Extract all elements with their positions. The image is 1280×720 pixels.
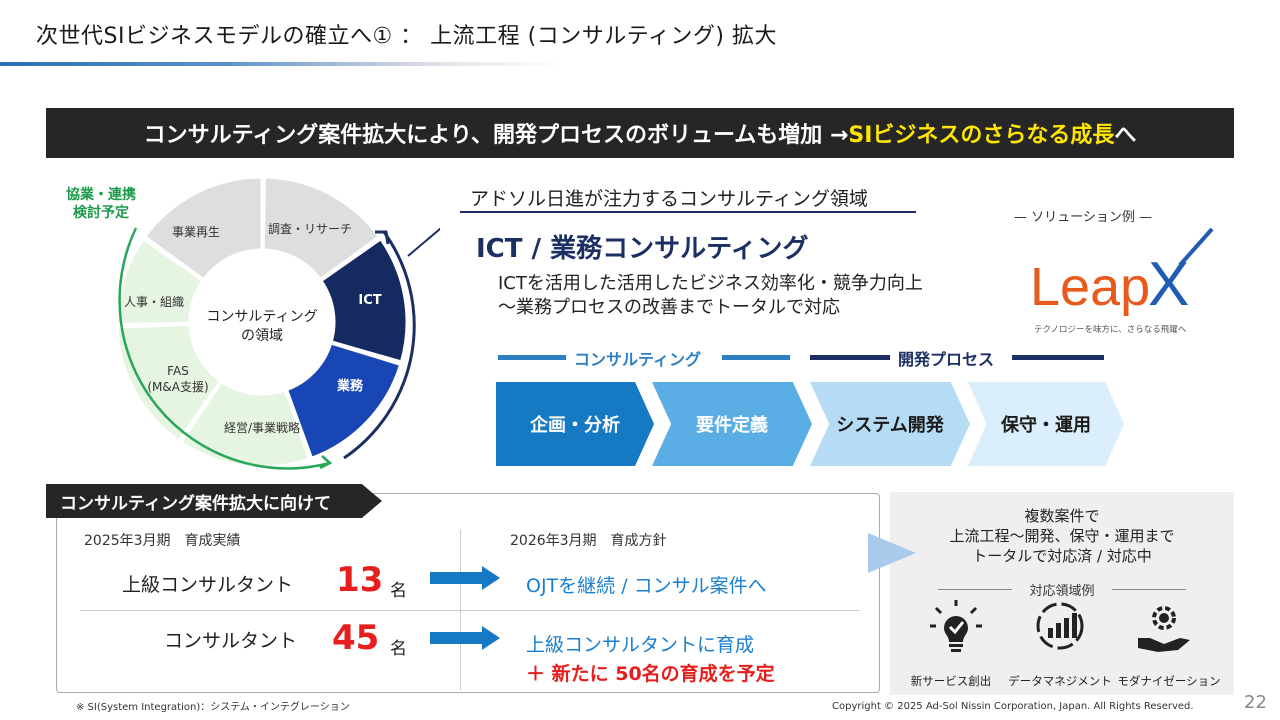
development-phase-label: 開発プロセス	[898, 350, 995, 369]
role-senior: 上級コンサルタント	[122, 574, 294, 596]
col-head-results: 2025年3月期 育成実績	[84, 533, 241, 549]
collaboration-arrowhead	[319, 455, 333, 470]
col-head-policy: 2026年3月期 育成方針	[510, 533, 667, 549]
collaboration-arc	[118, 227, 331, 470]
step-yoken: 要件定義	[652, 382, 812, 466]
section-tag: コンサルティング案件拡大に向けて	[46, 484, 382, 518]
focus-domain-rule	[460, 211, 916, 213]
step-kikaku: 企画・分析	[496, 382, 654, 466]
collaboration-line2: 検討予定	[73, 205, 129, 221]
banner-highlight: SIビジネスのさらなる成長	[848, 123, 1115, 148]
policy-consultant: 上級コンサルタントに育成	[526, 634, 755, 656]
ring-center-line1: コンサルティング	[206, 309, 317, 325]
role-consultant: コンサルタント	[164, 630, 298, 652]
leapx-logo: Leap X	[1030, 227, 1214, 319]
policy-new-training: ＋ 新たに 50名の育成を予定	[526, 663, 775, 685]
seg-label-jigyo-saisei: 事業再生	[172, 225, 220, 239]
seg-label-chosa: 調査・リサーチ	[268, 222, 352, 236]
leapx-tagline: テクノロジーを味方に、さらなる飛躍へ	[1034, 325, 1187, 335]
seg-label-ict: ICT	[358, 293, 381, 308]
segment-fas	[115, 322, 223, 443]
consulting-domain-ring: コンサルティング の領域 事業再生 調査・リサーチ ICT 業務 経営/事業戦略…	[115, 175, 440, 470]
consulting-bar-right	[722, 355, 790, 360]
focus-arrowhead	[375, 230, 390, 245]
seg-label-fas-sub: (M&A支援)	[147, 380, 208, 394]
count-senior: 13	[336, 560, 384, 600]
arrow-senior-shape	[430, 566, 500, 590]
consulting-bar-left	[498, 355, 566, 360]
desc-line2: ～業務プロセスの改善までトータルで対応	[498, 297, 840, 318]
ring-center-line2: の領域	[241, 327, 283, 344]
seg-label-jinji: 人事・組織	[124, 295, 184, 309]
logo-swoosh	[1178, 227, 1214, 267]
ict-consulting-description: ICTを活用した活用したビジネス効率化・競争力向上 ～業務プロセスの改善までトー…	[498, 272, 923, 320]
headline-banner: コンサルティング案件拡大により、開発プロセスのボリュームも増加 → SIビジネス…	[46, 108, 1234, 158]
focus-arc	[343, 231, 416, 460]
data-chart-icon	[1036, 602, 1084, 650]
sub-rule-left	[938, 589, 1012, 590]
training-box	[56, 493, 880, 693]
copyright: Copyright © 2025 Ad-Sol Nissin Corporati…	[832, 701, 1194, 712]
leap-logo-text: Leap	[1030, 257, 1150, 317]
ring-center	[190, 250, 334, 394]
arrow-consultant-shape	[430, 626, 500, 650]
focus-leader-line	[407, 227, 440, 257]
seg-label-fas: FAS	[167, 364, 189, 378]
unit-consultant: 名	[390, 639, 407, 659]
domain-examples-label: 対応領域例	[1029, 584, 1095, 599]
label-new-service: 新サービス創出	[910, 674, 992, 688]
track-record-text: 複数案件で 上流工程～開発、保守・運用まで トータルで対応済 / 対応中	[890, 506, 1234, 566]
step-system: システム開発	[810, 382, 970, 466]
development-bar-right	[1012, 355, 1104, 360]
label-data-management: データマネジメント	[1008, 674, 1112, 688]
banner-text: コンサルティング案件拡大により、開発プロセスのボリュームも増加 →	[143, 123, 849, 148]
seg-label-keiei: 経営/事業戦略	[224, 420, 300, 435]
panel-pointer-arrow	[868, 533, 916, 573]
track-record-panel	[890, 492, 1234, 695]
collaboration-line1: 協業・連携	[66, 187, 136, 203]
sub-rule-right	[1112, 589, 1186, 590]
policy-senior: OJTを継続 / コンサル案件へ	[526, 575, 767, 597]
desc-line1: ICTを活用した活用したビジネス効率化・競争力向上	[498, 273, 923, 294]
panel-pointer-shape	[868, 533, 916, 573]
footnote: ※ SI(System Integration)：システム・インテグレーション	[76, 702, 350, 713]
unit-senior: 名	[390, 581, 407, 601]
page-number: 22	[1244, 692, 1267, 713]
gear-hand-icon	[1138, 606, 1190, 652]
arrow-consultant	[430, 626, 500, 650]
arrow-senior	[430, 566, 500, 590]
consulting-phase-label: コンサルティング	[574, 350, 702, 369]
track-line2: 上流工程～開発、保守・運用まで	[949, 527, 1175, 545]
focus-domain-lead: アドソル日進が注力するコンサルティング領域	[470, 188, 868, 210]
seg-label-gyomu: 業務	[336, 378, 364, 394]
banner-tail: へ	[1114, 123, 1137, 148]
collaboration-note: 協業・連携 検討予定	[66, 186, 136, 222]
page-title: 次世代SIビジネスモデルの確立へ① ： 上流工程 (コンサルティング) 拡大	[36, 24, 777, 49]
track-line3: トータルで対応済 / 対応中	[972, 547, 1152, 565]
lightbulb-icon	[930, 600, 982, 652]
ict-consulting-title: ICT / 業務コンサルティング	[476, 234, 809, 264]
segment-jigyo-saisei	[142, 175, 264, 282]
row-divider	[80, 610, 860, 611]
label-modernization: モダナイゼーション	[1117, 674, 1221, 688]
segment-gyomu	[284, 341, 403, 461]
track-line1: 複数案件で	[1024, 507, 1100, 525]
solution-example-label: — ソリューション例 —	[1014, 210, 1153, 225]
step-hoshu: 保守・運用	[968, 382, 1124, 466]
development-bar-left	[810, 355, 890, 360]
count-consultant: 45	[332, 618, 380, 658]
segment-chosa	[261, 175, 382, 282]
title-underline	[0, 62, 560, 66]
